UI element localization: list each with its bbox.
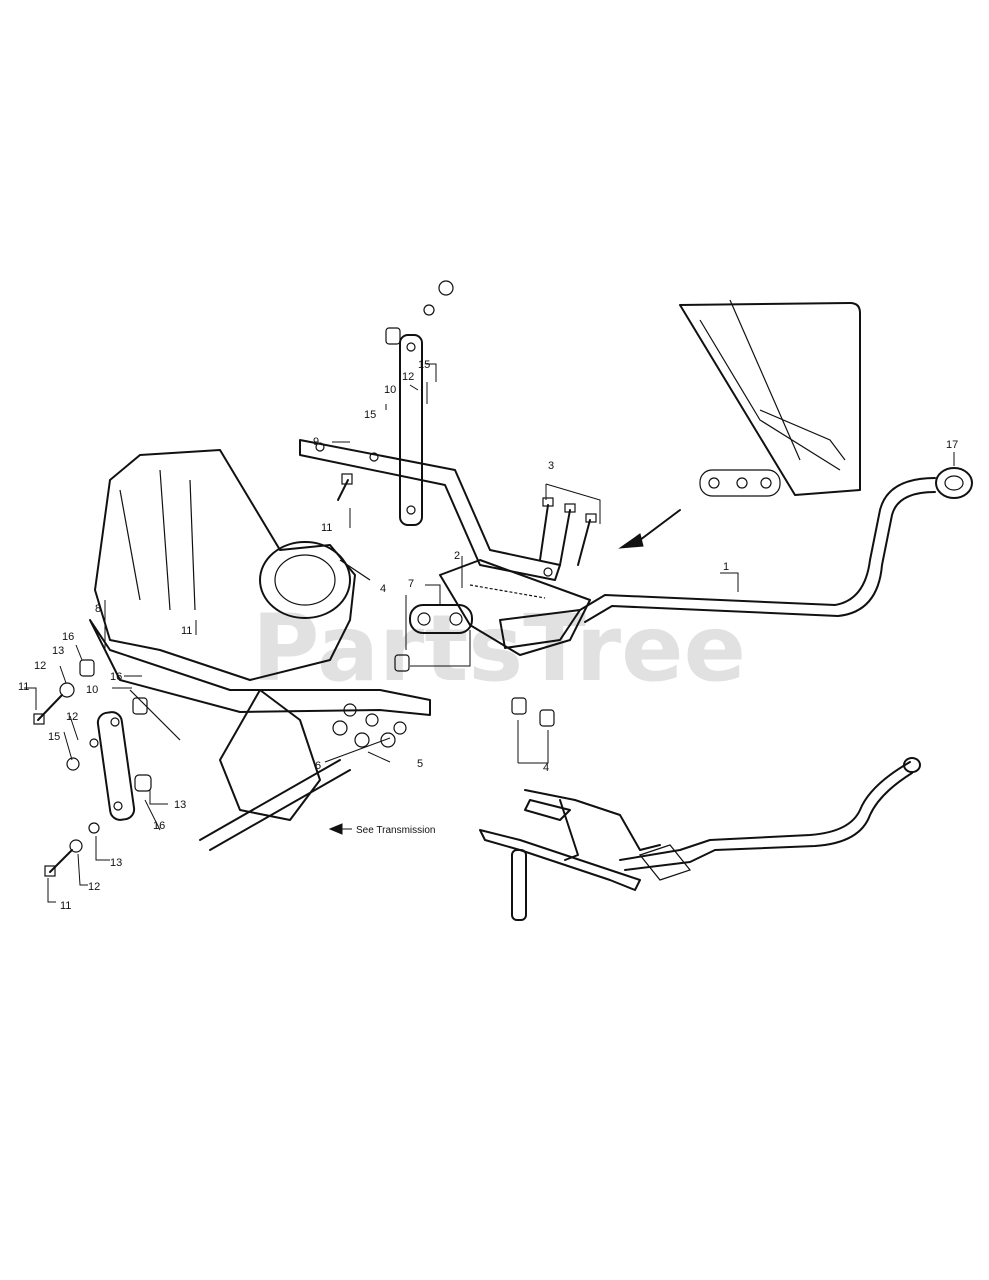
callout-15-upper: 15 [364,409,376,421]
callout-11-center: 11 [181,625,192,637]
callout-12-mid: 12 [66,711,78,723]
shift-lever [579,467,973,623]
center-plate [409,559,591,656]
callout-16-left: 16 [62,631,74,643]
callout-12-bottom: 12 [88,881,100,893]
engine-assembly [89,449,431,851]
callout-10-upper: 10 [384,384,396,396]
callout-16-bottom: 16 [153,820,165,832]
bolt-group [539,497,597,566]
inset-detail [618,299,861,549]
assembled-linkage-view [479,757,921,921]
hardware-cluster [332,280,555,748]
callout-15-left: 15 [48,731,60,743]
callout-1: 1 [723,561,729,573]
see-transmission-text: See Transmission [356,825,435,836]
callout-3: 3 [548,460,554,472]
callout-8: 8 [95,603,101,615]
callout-15-top: 15 [418,359,430,371]
callout-6: 6 [315,760,321,772]
callout-10-left: 10 [86,684,98,696]
callout-11-upper: 11 [321,522,332,534]
left-linkage [33,659,152,877]
callout-16-center: 16 [110,671,122,683]
callout-12-left: 12 [34,660,46,672]
callout-2: 2 [454,550,460,562]
callout-labels: 1 2 3 4 4 5 6 7 8 9 10 10 11 11 11 11 12… [18,359,958,912]
callout-9: 9 [313,436,319,448]
callout-5: 5 [417,758,423,770]
callout-12-upper: 12 [402,371,414,383]
callout-13-bottom: 13 [110,857,122,869]
callout-11-bottom: 11 [60,900,71,912]
leader-lines [24,363,955,903]
upper-bracket [299,334,561,581]
callout-4-lower: 4 [543,762,549,774]
callout-11-left: 11 [18,681,29,693]
callout-13-left: 13 [52,645,64,657]
callout-4-upper: 4 [380,583,386,595]
callout-13-right: 13 [174,799,186,811]
callout-7: 7 [408,578,414,590]
callout-17: 17 [946,439,958,451]
watermark: PartsTree [252,595,746,702]
see-transmission-note: See Transmission [328,823,435,836]
